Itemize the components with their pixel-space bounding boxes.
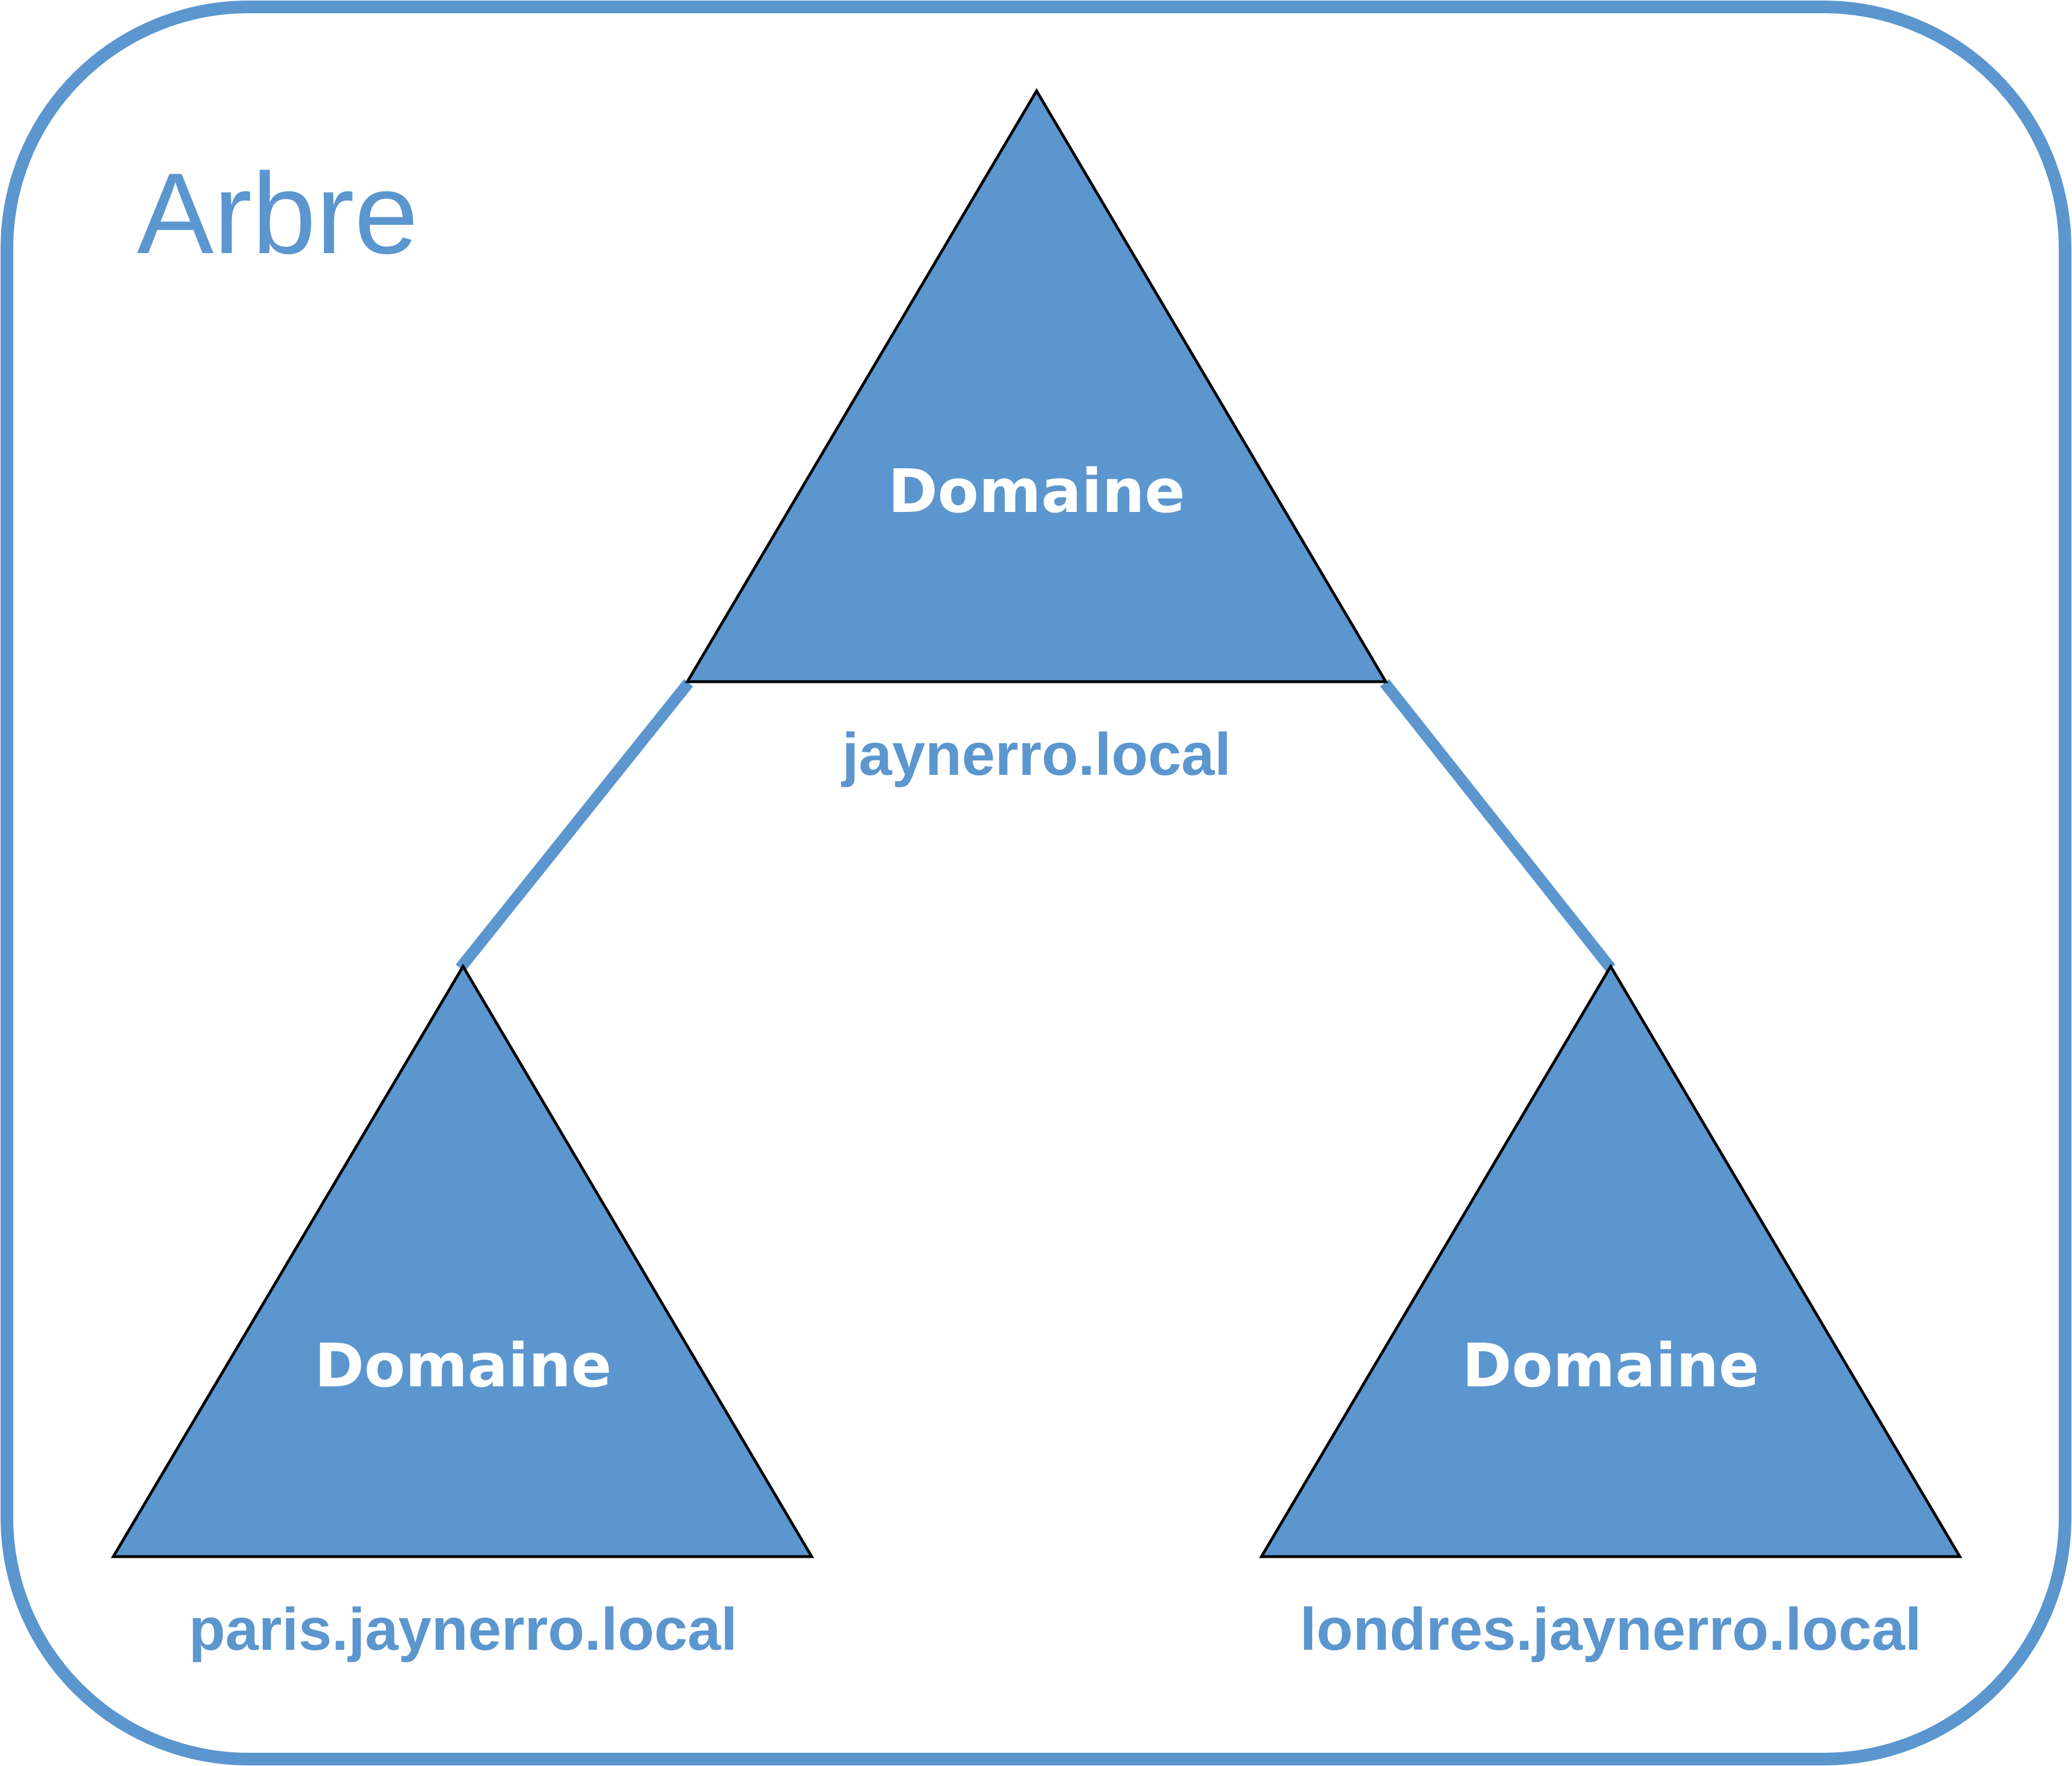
domain-label-paris: Domaine [315, 1331, 612, 1401]
domain-name-paris: paris.jaynerro.local [189, 1596, 737, 1663]
domain-triangle-paris [110, 964, 815, 1558]
domain-name-root: jaynerro.local [841, 721, 1231, 788]
domain-label-londres: Domaine [1462, 1331, 1760, 1401]
connector-root-londres [1380, 679, 1615, 972]
tree-title: Arbre [137, 150, 418, 278]
connector-root-paris [456, 679, 693, 972]
domain-triangle-root [685, 88, 1389, 683]
domain-name-londres: londres.jaynerro.local [1300, 1596, 1922, 1663]
domain-triangle-londres [1259, 964, 1963, 1558]
domain-label-root: Domaine [888, 456, 1186, 526]
